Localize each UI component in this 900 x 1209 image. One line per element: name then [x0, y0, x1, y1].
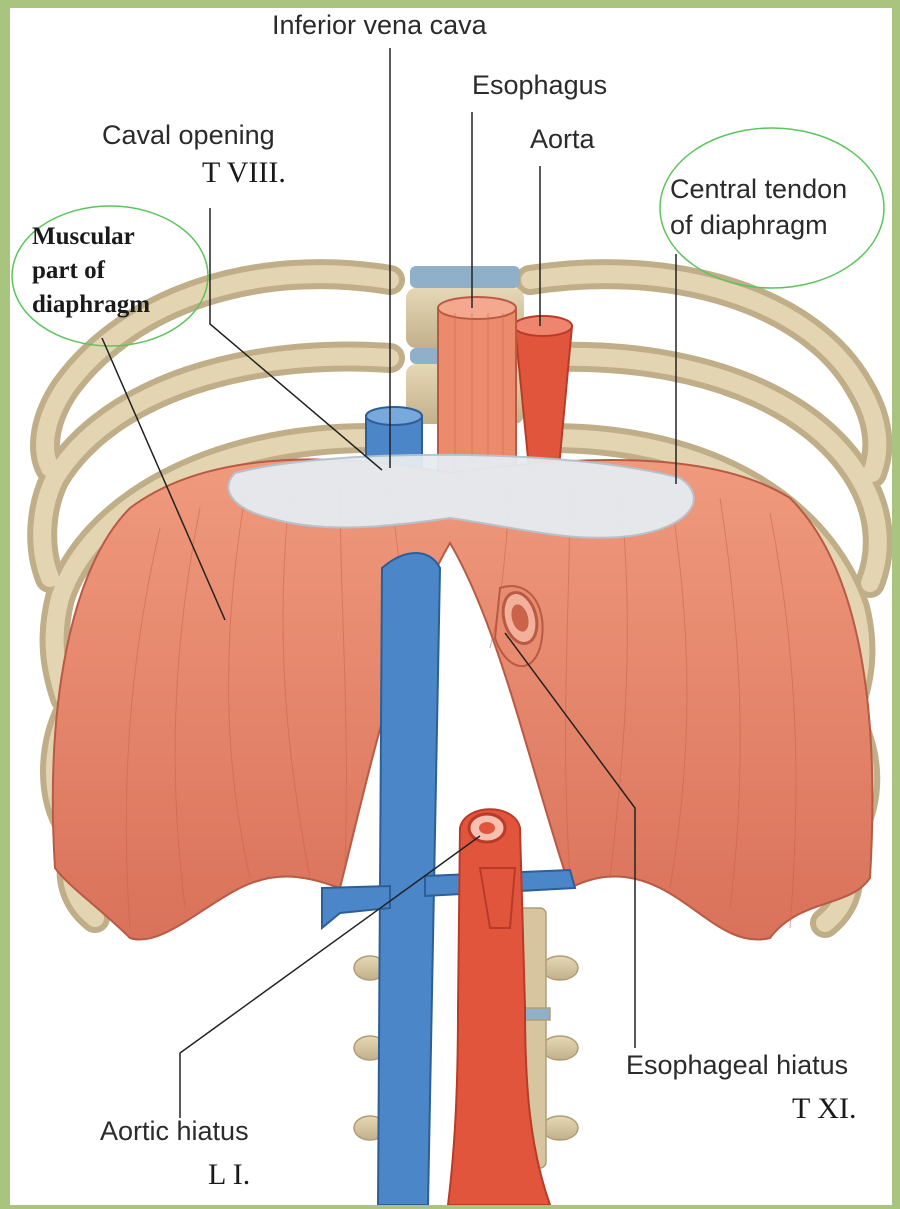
esophagus-top-icon: [438, 297, 516, 319]
label-esophageal-level: T XI.: [792, 1092, 856, 1126]
label-esophageal-hiatus: Esophageal hiatus: [626, 1050, 848, 1081]
label-muscular-1: Muscular: [32, 220, 135, 254]
central-tendon-circle: [660, 128, 884, 288]
label-muscular-2: part of: [32, 254, 105, 288]
label-inferior-vena-cava: Inferior vena cava: [272, 10, 487, 41]
label-aortic-level: L I.: [208, 1158, 250, 1192]
label-caval-opening: Caval opening: [102, 120, 275, 151]
label-central-tendon-2: of diaphragm: [670, 210, 828, 241]
label-aorta: Aorta: [530, 124, 595, 155]
figure-frame: Inferior vena cava Esophagus Aorta Caval…: [10, 8, 892, 1205]
label-esophagus: Esophagus: [472, 70, 607, 101]
label-central-tendon-1: Central tendon: [670, 174, 847, 205]
aorta-upper: [515, 326, 572, 478]
label-caval-level: T VIII.: [202, 156, 286, 190]
ivc-top-icon: [366, 407, 422, 425]
label-aortic-hiatus: Aortic hiatus: [100, 1116, 249, 1147]
aorta-top-icon: [514, 316, 572, 336]
label-muscular-3: diaphragm: [32, 288, 150, 322]
